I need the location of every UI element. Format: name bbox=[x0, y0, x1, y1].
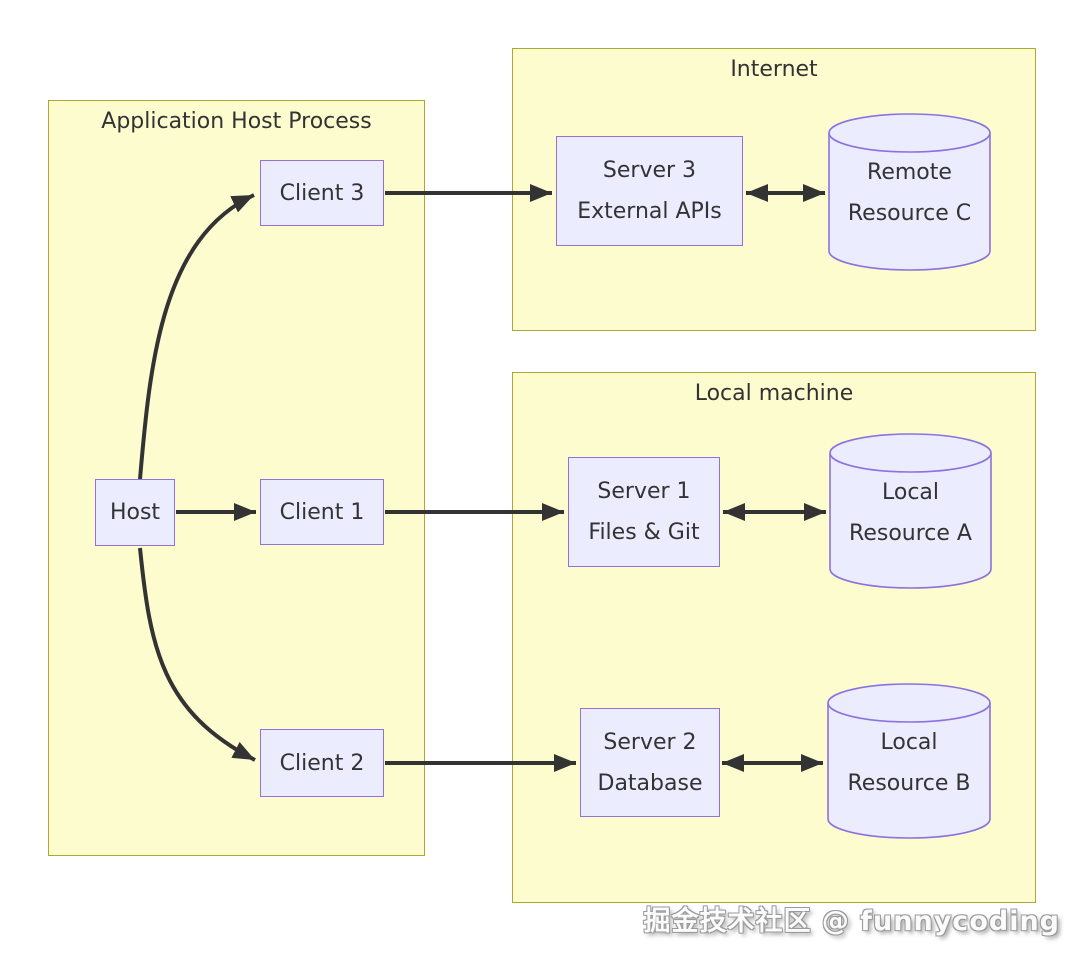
node-label: Client 3 bbox=[279, 180, 365, 206]
node-client-3: Client 3 bbox=[260, 160, 384, 226]
node-client-2: Client 2 bbox=[260, 729, 384, 797]
database-cylinder-icon bbox=[829, 433, 992, 589]
node-remote-resource-c: Remote Resource C bbox=[828, 112, 991, 272]
node-label: Remote Resource C bbox=[828, 152, 991, 234]
node-label-line1: Local bbox=[880, 730, 938, 755]
node-label-line2: Database bbox=[597, 770, 703, 796]
node-label: Client 1 bbox=[279, 499, 365, 525]
database-cylinder-icon bbox=[827, 683, 991, 839]
watermark: 掘金技术社区 @ funnycoding bbox=[643, 906, 1060, 937]
container-title: Internet bbox=[730, 57, 818, 82]
node-label-line2: External APIs bbox=[577, 199, 722, 224]
node-label-line2: Resource B bbox=[847, 771, 971, 796]
node-label-line2: Files & Git bbox=[588, 520, 700, 545]
database-cylinder-icon bbox=[828, 113, 991, 271]
node-local-resource-a: Local Resource A bbox=[829, 432, 992, 590]
node-server-3: Server 3 External APIs bbox=[556, 136, 743, 246]
node-label: Host bbox=[109, 500, 161, 525]
node-server-2: Server 2 Database bbox=[580, 708, 720, 817]
node-server-1: Server 1 Files & Git bbox=[568, 457, 720, 567]
node-label: Local Resource B bbox=[827, 722, 991, 804]
node-label-line2: Resource A bbox=[849, 521, 972, 546]
node-client-1: Client 1 bbox=[260, 479, 384, 545]
node-host: Host bbox=[95, 479, 175, 546]
node-label: Local Resource A bbox=[829, 472, 992, 554]
node-label-line1: Server 2 bbox=[603, 729, 697, 755]
node-label-line1: Server 1 bbox=[597, 479, 691, 504]
node-label-line1: Remote bbox=[867, 160, 952, 185]
node-label-line1: Server 3 bbox=[602, 158, 697, 183]
container-title: Local machine bbox=[694, 381, 854, 406]
node-label-line1: Local bbox=[881, 480, 940, 505]
node-label-line2: Resource C bbox=[847, 201, 972, 226]
node-local-resource-b: Local Resource B bbox=[827, 682, 991, 840]
node-label: Client 2 bbox=[279, 750, 365, 776]
container-title: Application Host Process bbox=[101, 109, 372, 134]
